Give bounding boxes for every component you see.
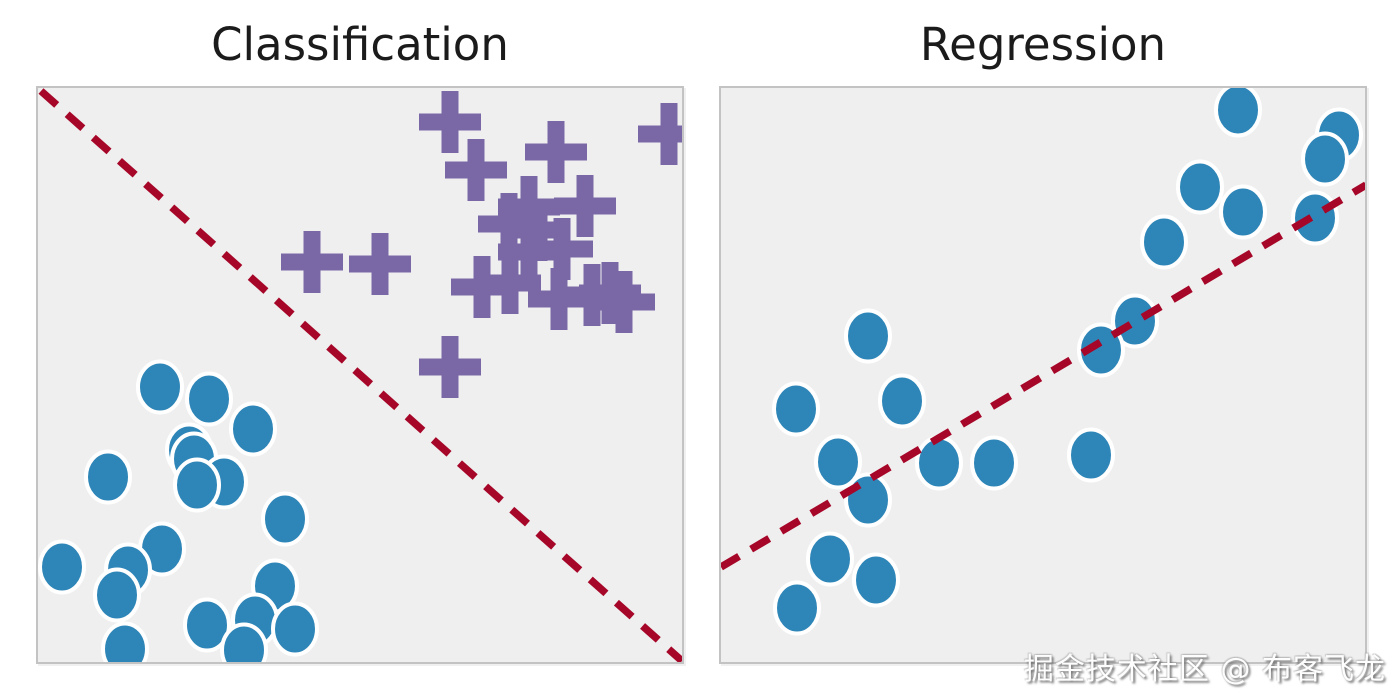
classification-plot [38,88,682,662]
class-purple-plusses-point [281,231,343,293]
class-purple-plusses-point [451,256,513,318]
class-blue-circles-point [84,449,132,505]
reg-blue-circles-point [772,381,820,437]
reg-blue-circles-point [1140,214,1188,270]
regression-axes [719,86,1367,664]
reg-blue-circles-point [773,580,821,636]
class-purple-plusses-point [419,336,481,398]
class-blue-circles-point [220,622,268,662]
class-purple-plusses-point [349,233,411,295]
regression-title: Regression [919,18,1167,71]
reg-blue-circles-point [1291,190,1339,246]
reg-blue-circles-point [1176,159,1224,215]
class-blue-circles-point [185,371,233,427]
class-blue-circles-point [229,401,277,457]
reg-blue-circles-point [814,434,862,490]
decision-boundary-line [38,88,682,662]
class-purple-plusses-point [528,268,590,330]
reg-blue-circles-point [1301,131,1349,187]
class-blue-circles-point [261,491,309,547]
class-purple-plusses-point [419,91,481,153]
class-blue-circles-point [183,597,231,653]
reg-blue-circles-point [1111,293,1159,349]
reg-blue-circles-point [1077,322,1125,378]
class-purple-plusses-point [525,121,587,183]
reg-blue-circles-point [1067,427,1115,483]
reg-blue-circles-point [844,472,892,528]
class-blue-circles-point [38,539,86,595]
reg-blue-circles-point [878,373,926,429]
regression-plot [721,88,1365,636]
classification-title: Classification [211,18,509,71]
class-blue-circles-point [173,457,221,513]
class-blue-circles-point [136,359,184,415]
watermark: 掘金技术社区 @ 布客飞龙 [1023,652,1386,687]
class-purple-plusses-point [445,139,507,201]
class-blue-circles-point [93,567,141,623]
class-blue-circles-point [271,601,319,657]
reg-blue-circles-point [970,435,1018,491]
class-purple-plusses-point [554,175,616,237]
reg-blue-circles-point [806,531,854,587]
reg-blue-circles-point [844,308,892,364]
reg-blue-circles-point [852,552,900,608]
reg-blue-circles-point [1219,184,1267,240]
class-blue-circles-point [101,621,149,662]
classification-axes [36,86,684,664]
class-purple-plusses-point [593,271,655,333]
regression-fit-line [721,181,1365,571]
reg-blue-circles-point [915,435,963,491]
reg-blue-circles-point [1214,88,1262,138]
class-purple-plusses-point [638,103,682,165]
